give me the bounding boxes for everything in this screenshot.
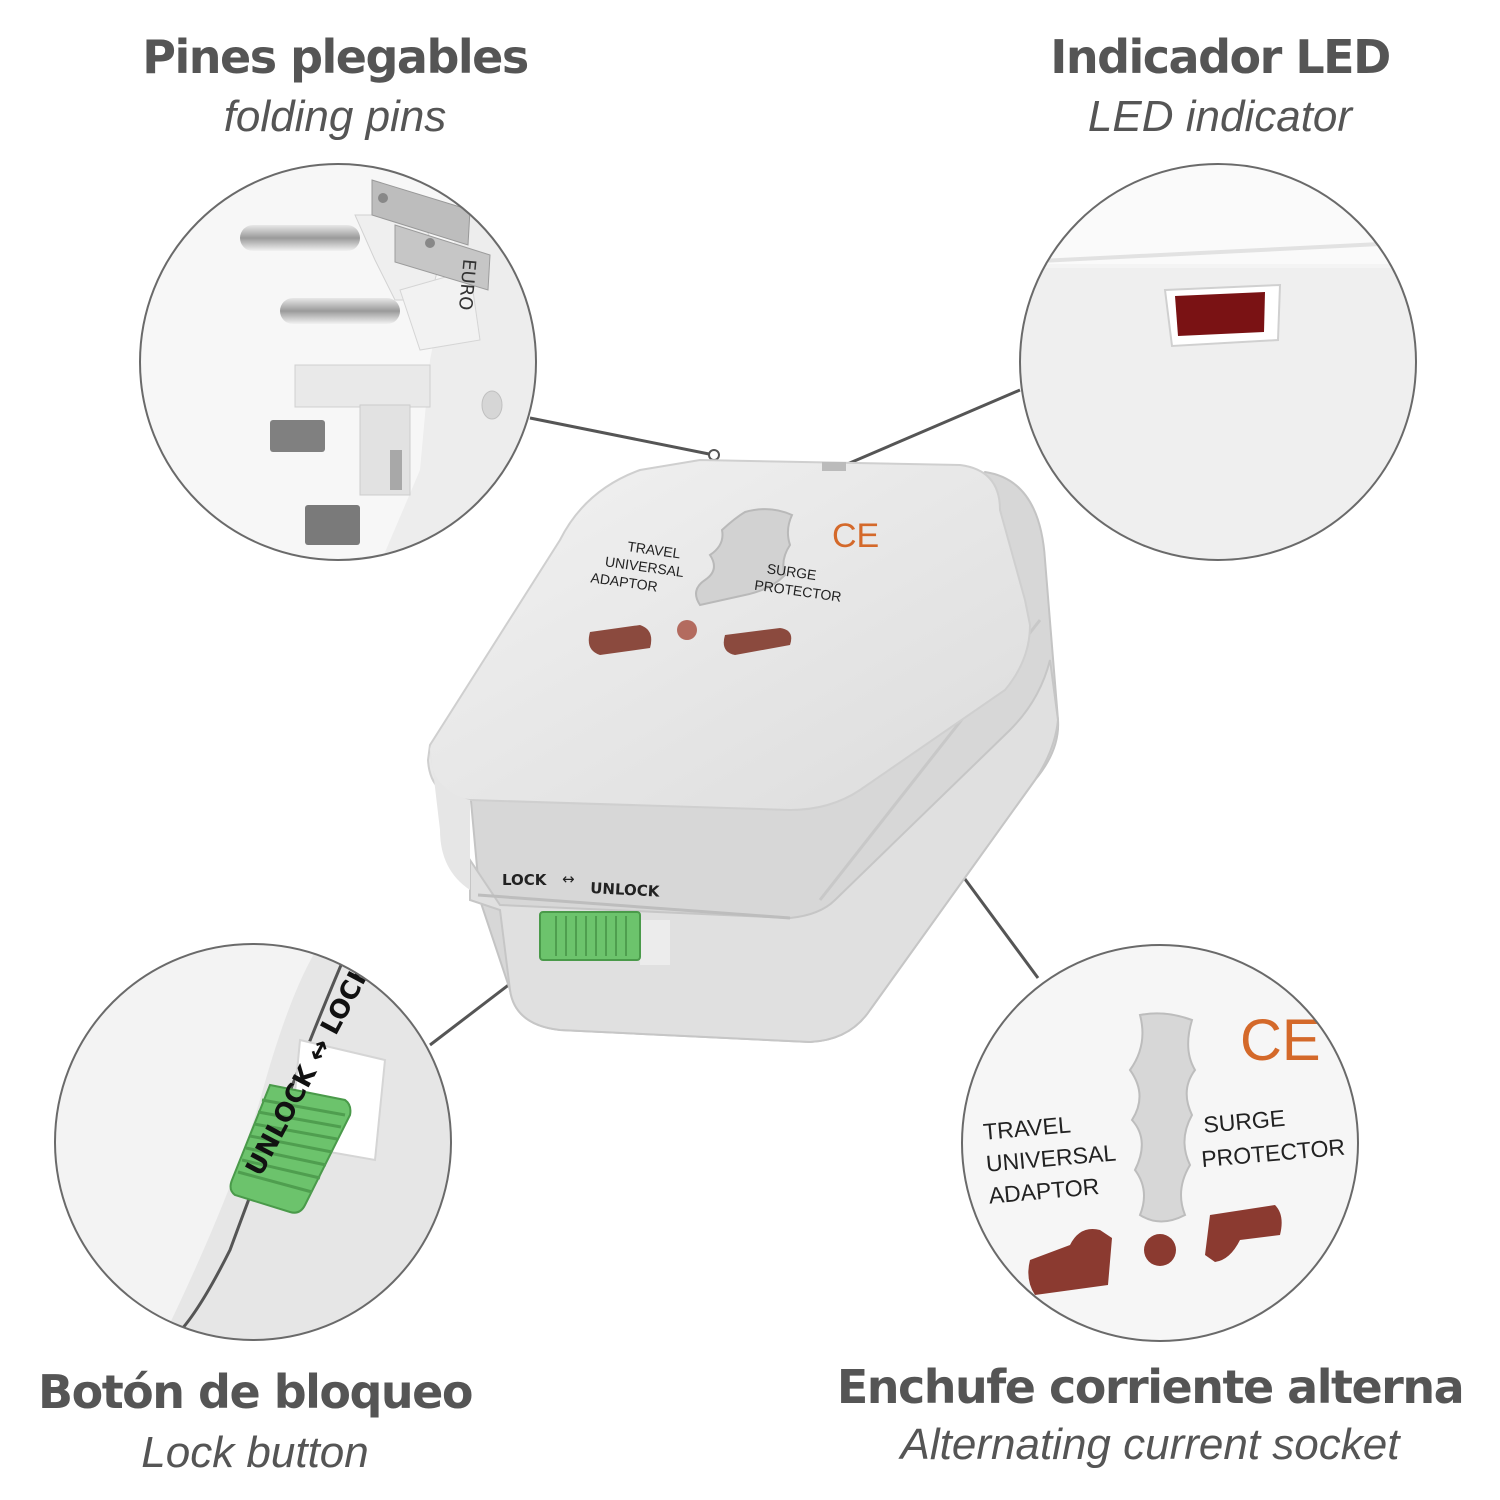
lock-slider-closeup[interactable] bbox=[229, 1083, 352, 1214]
led-light bbox=[1175, 292, 1265, 336]
adapter-print-travel: TRAVEL bbox=[626, 538, 681, 561]
travel-adapter: TRAVEL UNIVERSAL ADAPTOR SURGE PROTECTOR… bbox=[426, 458, 1060, 1044]
led-indicator-detail bbox=[1019, 163, 1417, 561]
lock-button-subtitle: Lock button bbox=[141, 1428, 369, 1477]
socket-earth-hole bbox=[1144, 1234, 1176, 1266]
led-indicator-subtitle: LED indicator bbox=[1087, 92, 1353, 141]
folding-pins-title: Pines plegables bbox=[142, 30, 529, 84]
adapter-lock-slider[interactable] bbox=[539, 911, 641, 961]
adapter-lock-arrow-icon: ↔ bbox=[562, 870, 575, 888]
adapter-socket-right bbox=[723, 628, 792, 655]
adapter-socket-hole bbox=[677, 620, 697, 640]
socket-ce-mark: CE bbox=[1240, 1008, 1321, 1073]
lock-button-title: Botón de bloqueo bbox=[38, 1365, 473, 1419]
ac-socket-title: Enchufe corriente alterna bbox=[836, 1360, 1465, 1414]
adapter-socket-slot bbox=[695, 508, 794, 607]
lock-button-detail: UNLOCK ↔ LOCK bbox=[54, 943, 452, 1341]
round-pin-upper bbox=[240, 225, 360, 251]
adapter-ce-mark: CE bbox=[832, 517, 879, 555]
socket-right-hole bbox=[1205, 1205, 1282, 1262]
folding-pins-circle bbox=[139, 163, 537, 561]
leader-line-led bbox=[837, 388, 1021, 470]
adapter-led bbox=[822, 462, 846, 471]
ac-socket-circle bbox=[961, 944, 1359, 1342]
folding-pins-detail: EURO bbox=[139, 163, 537, 561]
adapter-socket-left bbox=[588, 625, 652, 655]
flat-pin-upper bbox=[371, 179, 471, 246]
adapter-print-surge: SURGE bbox=[766, 560, 818, 583]
adapter-unlock-label: UNLOCK bbox=[590, 879, 661, 901]
lock-button-circle bbox=[54, 943, 452, 1341]
led-indicator-title: Indicador LED bbox=[1050, 30, 1391, 84]
pins-euro-text: EURO bbox=[454, 258, 479, 311]
flat-pin-lower bbox=[394, 224, 491, 291]
ac-socket-detail: TRAVEL UNIVERSAL ADAPTOR SURGE PROTECTOR… bbox=[961, 944, 1359, 1342]
socket-left-hole bbox=[1028, 1229, 1112, 1295]
led-indicator-circle bbox=[1019, 163, 1417, 561]
round-pin-lower bbox=[280, 298, 400, 324]
anchor-dot-pins bbox=[708, 449, 720, 461]
leader-line-pins bbox=[529, 416, 715, 457]
folding-pins-subtitle: folding pins bbox=[223, 92, 447, 141]
ac-socket-subtitle: Alternating current socket bbox=[900, 1420, 1400, 1469]
adapter-lock-label: LOCK bbox=[502, 871, 548, 889]
socket-main-slot bbox=[1128, 1012, 1197, 1223]
